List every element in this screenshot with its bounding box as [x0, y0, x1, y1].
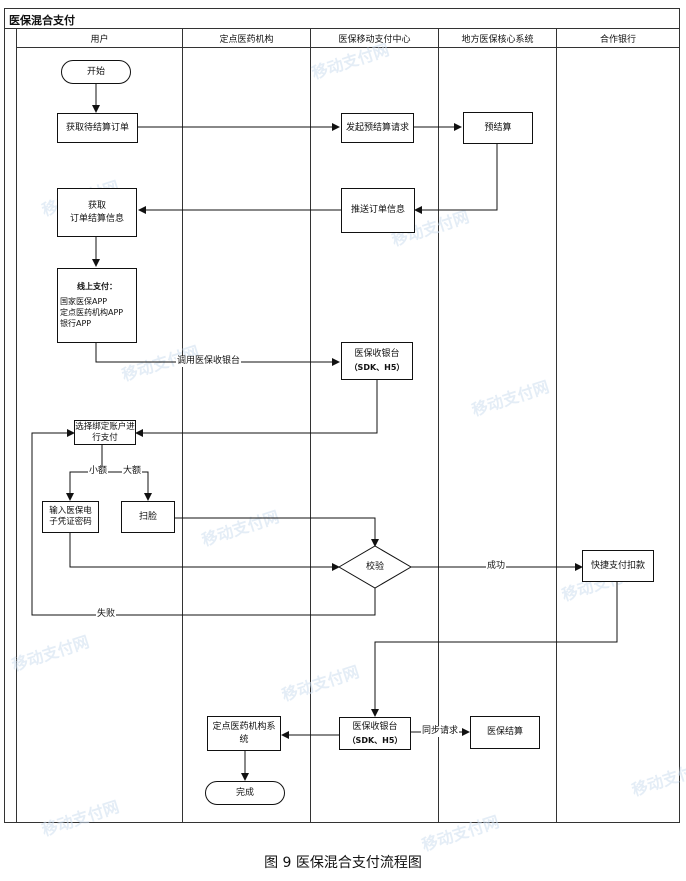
get-order-info-line1: 获取 [87, 200, 106, 211]
edge-label-call-cashier: 调用医保收银台 [176, 356, 242, 367]
edge-pwd-to-verify [69, 533, 340, 571]
cashier-title: 医保收银台 [354, 349, 400, 359]
edge-label-small: 小额 [88, 466, 109, 477]
edge-prepay-to-push [414, 144, 498, 214]
online-pay-node: 线上支付： 国家医保APP 定点医药机构APP 银行APP [57, 268, 137, 343]
start-node: 开始 [61, 60, 131, 84]
edge-label-sync: 同步请求 [421, 726, 460, 737]
online-pay-option-pharmacy-app: 定点医药机构APP [60, 308, 124, 317]
edge-label-fail: 失败 [96, 609, 117, 620]
edge-label-large: 大额 [122, 466, 143, 477]
quick-pay-node: 快捷支付扣款 [582, 550, 654, 582]
pharmacy-system-line1: 定点医药机构系 [212, 721, 276, 732]
prepay-node: 预结算 [463, 112, 533, 144]
online-pay-option-national-app: 国家医保APP [60, 297, 108, 306]
cashier-node: 医保收银台 （SDK、H5） [341, 342, 413, 380]
lane-local-core-system: 地方医保核心系统 [439, 29, 557, 822]
lane-header-user: 用户 [17, 29, 182, 48]
diagram-title: 医保混合支付 [9, 14, 75, 27]
enter-password-line2: 子凭证密码 [49, 517, 92, 527]
lane-pharmacy: 定点医药机构 [183, 29, 311, 822]
cashier2-node: 医保收银台 （SDK、H5） [339, 717, 411, 750]
lane-left-strip [5, 29, 17, 822]
edge-online-to-cashier [95, 343, 340, 366]
verify-label: 校验 [365, 561, 384, 572]
online-pay-option-bank-app: 银行APP [60, 319, 92, 328]
edge-large-branch [102, 471, 152, 501]
lane-header-mobile-pay-center: 医保移动支付中心 [311, 29, 438, 48]
lane-header-partner-bank: 合作银行 [557, 29, 679, 48]
get-order-node: 获取待结算订单 [57, 113, 138, 143]
cashier2-title: 医保收银台 [352, 721, 398, 732]
push-order-node: 推送订单信息 [341, 188, 415, 233]
select-account-line1: 选择绑定账户进 [75, 421, 135, 432]
get-order-info-node: 获取 订单结算信息 [57, 188, 137, 237]
insurance-settle-node: 医保结算 [470, 716, 540, 749]
lane-mobile-pay-center: 医保移动支付中心 [311, 29, 439, 822]
cashier-subtitle: （SDK、H5） [349, 363, 405, 372]
edge-face-to-verify [175, 517, 379, 547]
title-bar: 医保混合支付 [5, 9, 679, 29]
initiate-prepay-node: 发起预结算请求 [341, 113, 414, 143]
select-account-line2: 行支付 [92, 432, 118, 443]
edge-verify-fail [31, 429, 376, 616]
swimlane-frame: 医保混合支付 用户 定点医药机构 医保移动支付中心 地方医保核心系统 合作银行 [4, 8, 680, 823]
lane-header-local-core-system: 地方医保核心系统 [439, 29, 556, 48]
pharmacy-system-line2: 统 [239, 734, 249, 745]
done-node: 完成 [205, 781, 285, 805]
face-scan-node: 扫脸 [121, 501, 175, 533]
edge-cashier-to-select [135, 380, 378, 437]
edge-quickpay-to-cashier2 [371, 582, 618, 717]
lane-user: 用户 [17, 29, 183, 822]
pharmacy-system-node: 定点医药机构系 统 [207, 716, 281, 751]
lane-header-pharmacy: 定点医药机构 [183, 29, 310, 48]
edge-label-success: 成功 [486, 561, 507, 572]
lane-partner-bank: 合作银行 [557, 29, 679, 822]
enter-password-node: 输入医保电 子凭证密码 [42, 501, 99, 533]
enter-password-line1: 输入医保电 [49, 506, 92, 516]
verify-diamond [338, 545, 412, 589]
select-account-node: 选择绑定账户进 行支付 [74, 420, 136, 445]
cashier2-subtitle: （SDK、H5） [347, 735, 403, 745]
online-pay-title: 线上支付： [77, 282, 117, 291]
figure-caption: 图 9 医保混合支付流程图 [264, 855, 422, 871]
get-order-info-line2: 订单结算信息 [69, 213, 124, 224]
